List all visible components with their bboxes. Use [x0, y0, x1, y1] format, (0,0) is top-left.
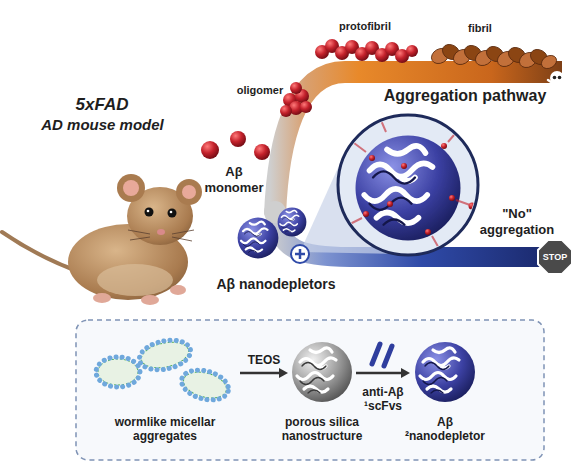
- nanodepletor-sphere-part: [415, 342, 475, 402]
- stop-octagon-shape: [538, 240, 572, 274]
- oligomer-cluster-part: [280, 105, 292, 117]
- mouse-illustration-part: [2, 232, 80, 272]
- node-text: porous silica nanostructure: [265, 415, 379, 444]
- stop-sign: STOP: [537, 239, 573, 275]
- magnified-view-part: [341, 113, 476, 256]
- nanodepletor-particles-part: [295, 249, 305, 259]
- nanodepletor-particles-part: [238, 218, 279, 259]
- micelle-illustration-part: [96, 357, 140, 387]
- magnified-view-part-part: [438, 249, 445, 256]
- skull-symbol: [548, 71, 566, 92]
- magnified-view-part-part: [459, 123, 466, 130]
- scfv-rods-part: [372, 344, 392, 366]
- model-name: 5xFAD: [66, 95, 138, 115]
- nanodepletor-sphere: [415, 342, 475, 402]
- micelle-illustration: [96, 336, 232, 405]
- magnified-view-part-part: [356, 136, 461, 241]
- magnified-view: [300, 113, 478, 256]
- skull-symbol-part: [553, 76, 557, 80]
- mouse-illustration-part: [176, 179, 202, 205]
- nanodepletor-particles: [238, 208, 309, 263]
- micelle-illustration-part: [178, 365, 232, 404]
- magnified-view-part-part: [363, 211, 369, 217]
- node-text: Aβ ²nanodepletor: [400, 415, 490, 444]
- mouse-illustration-part: [93, 293, 111, 303]
- mouse-illustration-part: [141, 295, 159, 305]
- magnified-view-part-part: [346, 118, 470, 250]
- stage-label: protofibril: [330, 20, 400, 33]
- mouse-illustration-part: [170, 211, 173, 214]
- nanodepletor-particles-part: [278, 208, 307, 237]
- model-description: AD mouse model: [30, 116, 175, 134]
- process-arrow: [356, 368, 410, 378]
- species-label: Aβ nanodepletors: [196, 276, 356, 293]
- mouse-illustration-part: [97, 264, 173, 296]
- synthesis-panel: [76, 320, 544, 460]
- mouse-illustration-part: [157, 229, 165, 235]
- species-label: Aβ monomer: [200, 164, 268, 195]
- magnified-view-part-part: [345, 136, 352, 143]
- silica-sphere-part: [292, 342, 352, 402]
- arrow-head: [401, 368, 410, 378]
- stage-label: fibril: [460, 22, 500, 35]
- abeta-monomers: [201, 131, 270, 160]
- pathway-bands: [264, 72, 562, 257]
- pathway-label: Aggregation pathway: [375, 86, 555, 105]
- oligomer-cluster-part: [290, 82, 302, 94]
- magnified-view-part-part: [376, 113, 383, 120]
- skull-symbol-part: [558, 76, 562, 80]
- protofibril-chain-part: [406, 45, 418, 57]
- fibril-rope: [429, 41, 559, 71]
- magnified-view-part: [338, 115, 478, 255]
- arrow-shaft: [240, 372, 280, 375]
- scfv-rods: [372, 344, 392, 366]
- micelle-illustration-part: [137, 336, 194, 374]
- magnified-view-part-part: [449, 195, 455, 201]
- arrow-head: [279, 368, 288, 378]
- synthesis-stage: wormlike micellar aggregates: [92, 335, 238, 447]
- mouse-illustration-part: [168, 209, 177, 218]
- node-text: wormlike micellar aggregates: [92, 415, 238, 444]
- magnified-view-part-part: [425, 229, 431, 235]
- mouse-illustration-part: [128, 230, 194, 241]
- mouse-illustration-part: [145, 208, 154, 217]
- reagent-label: anti-Aβ ¹scFvs: [357, 385, 409, 414]
- nanodepletor-particles-part: [291, 245, 309, 263]
- magnified-view-part-part: [387, 201, 393, 207]
- mouse-illustration-part: [117, 174, 145, 202]
- process-arrow: [240, 368, 288, 378]
- arrow-shaft: [356, 372, 402, 375]
- mouse-illustration: [2, 174, 202, 305]
- oligomer-cluster: [280, 82, 312, 117]
- magnified-view-part-part: [441, 143, 447, 149]
- fibril-rope-part: [539, 53, 559, 71]
- oligomer-cluster-part: [300, 101, 312, 113]
- node-text: STOP: [537, 239, 573, 275]
- synthesis-panel-part: [76, 320, 544, 460]
- mouse-illustration-part: [123, 180, 139, 196]
- mouse-illustration-part: [182, 185, 196, 199]
- magnified-view-part-part: [469, 203, 476, 210]
- magnified-view-part-part: [341, 224, 348, 231]
- abeta-monomers-part: [230, 131, 246, 147]
- magnified-view-part-part: [369, 155, 375, 161]
- magnified-view-part-part: [401, 163, 407, 169]
- abeta-monomers-part: [254, 144, 270, 160]
- reagent-label: TEOS: [234, 353, 294, 367]
- skull-symbol-part: [553, 82, 561, 87]
- abeta-monomers-part: [201, 141, 219, 159]
- mouse-illustration-part: [147, 210, 150, 213]
- mouse-illustration-part: [170, 285, 186, 295]
- outcome-label: "No" aggregation: [476, 206, 558, 237]
- protofibril-chain: [315, 39, 418, 63]
- synthesis-stage: Aβ ²nanodepletor: [412, 335, 478, 447]
- stage-label: oligomer: [232, 84, 288, 97]
- silica-sphere: [292, 342, 352, 402]
- synthesis-stage: porous silica nanostructure: [290, 335, 354, 447]
